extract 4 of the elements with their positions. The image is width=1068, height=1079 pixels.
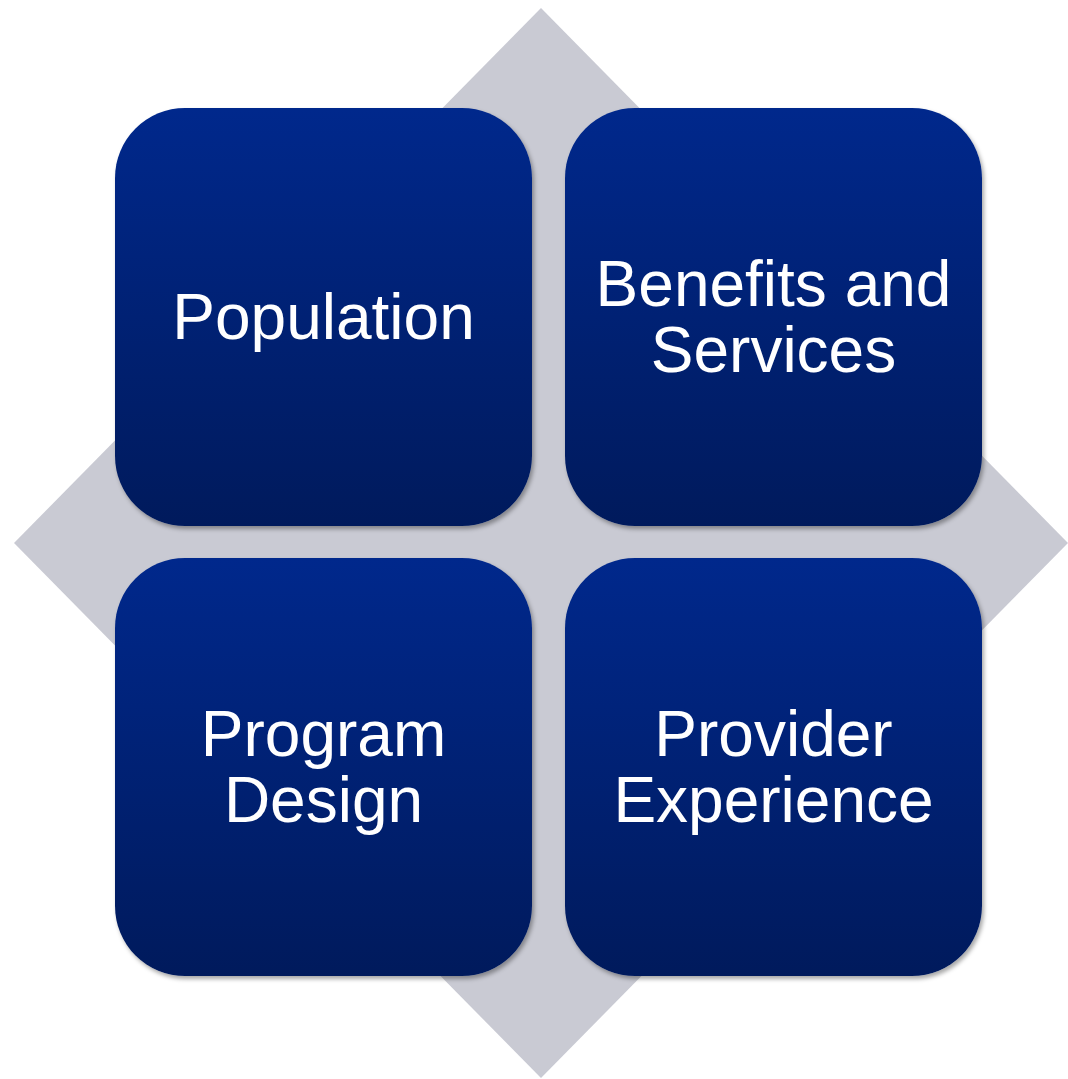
card-label: Population <box>172 284 475 350</box>
card-label: Provider Experience <box>612 701 935 833</box>
card-label: Benefits and Services <box>594 251 953 383</box>
card-label: Program Design <box>199 701 448 833</box>
